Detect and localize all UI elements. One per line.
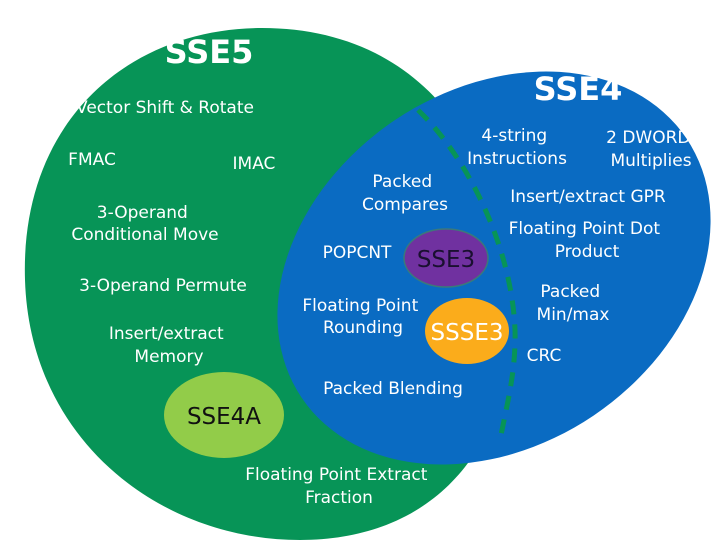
sse4-set-shape [277,71,711,465]
item-floating-point-rounding: Floating Point Rounding [302,296,423,338]
item-2-dword-multiplies: 2 DWORD Multiplies [606,128,696,171]
sse5-title: SSE5 [165,33,254,71]
sse4a-label: SSE4A [187,404,261,430]
overlap-items: Packed Compares POPCNT Floating Point Ro… [302,172,463,399]
sse5-items: Vector Shift & Rotate FMAC IMAC 3-Operan… [68,98,433,508]
item-packed-min-max: Packed Min/max [537,282,610,325]
item-imac: IMAC [233,154,276,174]
item-fmac: FMAC [68,150,116,170]
sse3-label: SSE3 [417,247,475,273]
item-3-operand-permute: 3-Operand Permute [79,276,247,296]
ssse3-badge-shape [425,298,509,364]
item-insert-extract-gpr: Insert/extract GPR [510,187,666,207]
sse5-boundary-dashed-line [416,108,518,441]
item-vector-shift-rotate: Vector Shift & Rotate [76,98,254,118]
ssse3-badge: SSSE3 [425,298,509,364]
item-3-operand-conditional-move: 3-Operand Conditional Move [71,203,218,245]
item-floating-point-dot-product: Floating Point Dot Product [509,219,666,262]
ssse3-label: SSSE3 [431,320,504,346]
item-insert-extract-memory: Insert/extract Memory [109,324,229,367]
sse4-title: SSE4 [534,70,623,108]
item-floating-point-extract-fraction: Floating Point Extract Fraction [245,465,433,508]
item-packed-compares: Packed Compares [362,172,448,215]
sse3-badge-shape [403,228,489,288]
sse4-items: 4-string Instructions 2 DWORD Multiplies… [467,126,696,366]
sse4a-badge-shape [164,372,284,458]
item-4-string-instructions: 4-string Instructions [467,126,567,169]
sse3-badge: SSE3 [403,228,489,288]
item-popcnt: POPCNT [323,243,392,263]
sse4a-badge: SSE4A [164,372,284,458]
item-packed-blending: Packed Blending [323,379,463,399]
item-crc: CRC [527,346,562,366]
